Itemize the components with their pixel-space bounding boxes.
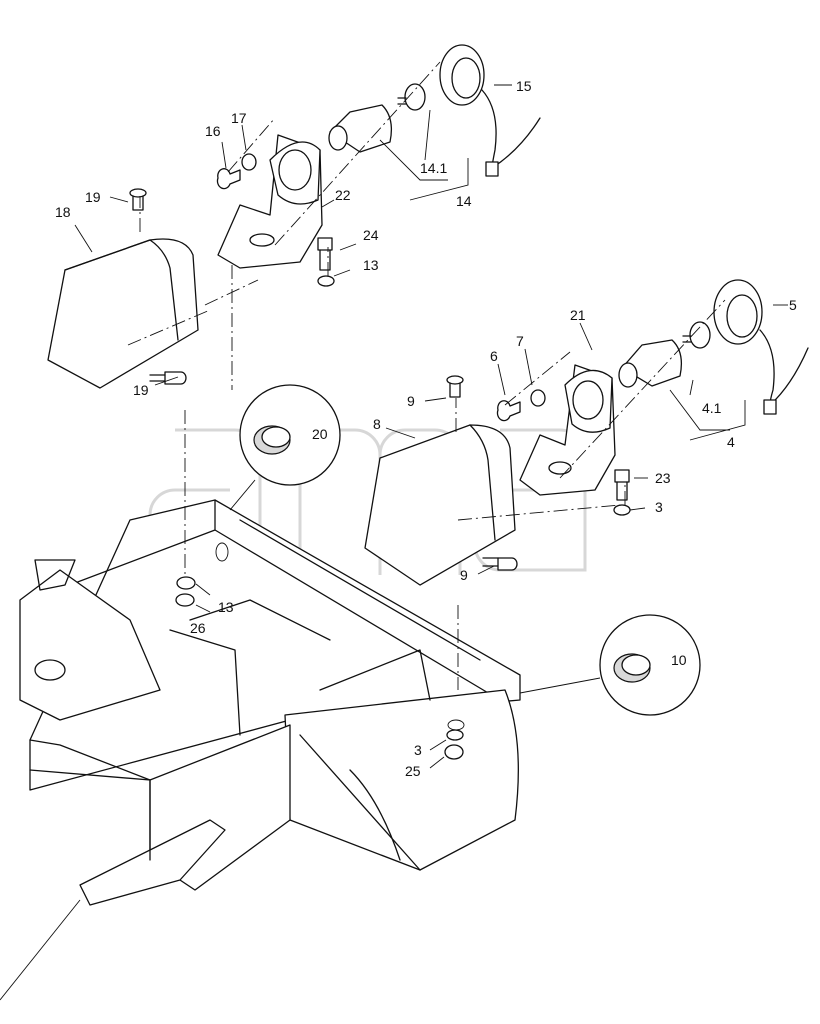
lamp-assembly-right bbox=[364, 279, 809, 586]
nut-25 bbox=[444, 744, 464, 760]
lens-15 bbox=[439, 44, 541, 177]
screw-19-bottom bbox=[149, 371, 187, 385]
label-9-top: 9 bbox=[407, 393, 415, 409]
label-7: 7 bbox=[516, 333, 524, 349]
lamp-cover-18 bbox=[47, 238, 199, 389]
label-26: 26 bbox=[190, 620, 206, 636]
label-13-top: 13 bbox=[363, 257, 379, 273]
label-19-bottom: 19 bbox=[133, 382, 149, 398]
plug-20-detail bbox=[229, 384, 341, 511]
bolt-24 bbox=[317, 237, 333, 271]
screw-19-top bbox=[129, 188, 147, 211]
washer-17 bbox=[241, 153, 257, 171]
label-14: 14 bbox=[456, 193, 472, 209]
washer-7 bbox=[530, 389, 546, 407]
nut-13-frame bbox=[176, 576, 196, 590]
bolt-23 bbox=[614, 469, 630, 501]
label-22: 22 bbox=[335, 187, 351, 203]
label-10: 10 bbox=[671, 652, 687, 668]
label-24: 24 bbox=[363, 227, 379, 243]
leader-lines bbox=[74, 84, 788, 769]
label-23: 23 bbox=[655, 470, 671, 486]
label-6: 6 bbox=[490, 348, 498, 364]
label-20: 20 bbox=[312, 426, 328, 442]
label-25: 25 bbox=[405, 763, 421, 779]
label-21: 21 bbox=[570, 307, 586, 323]
part-labels: 15 14.1 14 16 17 18 19 19 22 24 13 5 21 … bbox=[55, 78, 797, 779]
lamp-socket-14 bbox=[328, 104, 393, 153]
screw-16 bbox=[216, 168, 241, 190]
nut-3-frame bbox=[446, 729, 464, 741]
lamp-assembly-left bbox=[47, 44, 541, 389]
bulb-4-1 bbox=[682, 321, 711, 349]
nut-13-top bbox=[317, 275, 335, 287]
label-15: 15 bbox=[516, 78, 532, 94]
label-5: 5 bbox=[789, 297, 797, 313]
label-18: 18 bbox=[55, 204, 71, 220]
label-17: 17 bbox=[231, 110, 247, 126]
label-19-top: 19 bbox=[85, 189, 101, 205]
label-4: 4 bbox=[727, 434, 735, 450]
screw-9-top bbox=[446, 375, 464, 398]
screw-9-bottom bbox=[482, 557, 518, 571]
label-3-top: 3 bbox=[655, 499, 663, 515]
bulb-14-1 bbox=[397, 83, 426, 111]
label-14-1: 14.1 bbox=[420, 160, 447, 176]
nut-26 bbox=[175, 593, 195, 607]
label-16: 16 bbox=[205, 123, 221, 139]
screw-6 bbox=[496, 400, 521, 422]
plug-10-detail bbox=[519, 614, 701, 716]
lamp-cover-8 bbox=[364, 424, 516, 586]
label-8: 8 bbox=[373, 416, 381, 432]
nut-3-top bbox=[613, 504, 631, 516]
label-9-bottom: 9 bbox=[460, 567, 468, 583]
lamp-socket-4 bbox=[618, 339, 683, 388]
label-13-frame: 13 bbox=[218, 599, 234, 615]
label-3-frame: 3 bbox=[414, 742, 422, 758]
label-4-1: 4.1 bbox=[702, 400, 722, 416]
